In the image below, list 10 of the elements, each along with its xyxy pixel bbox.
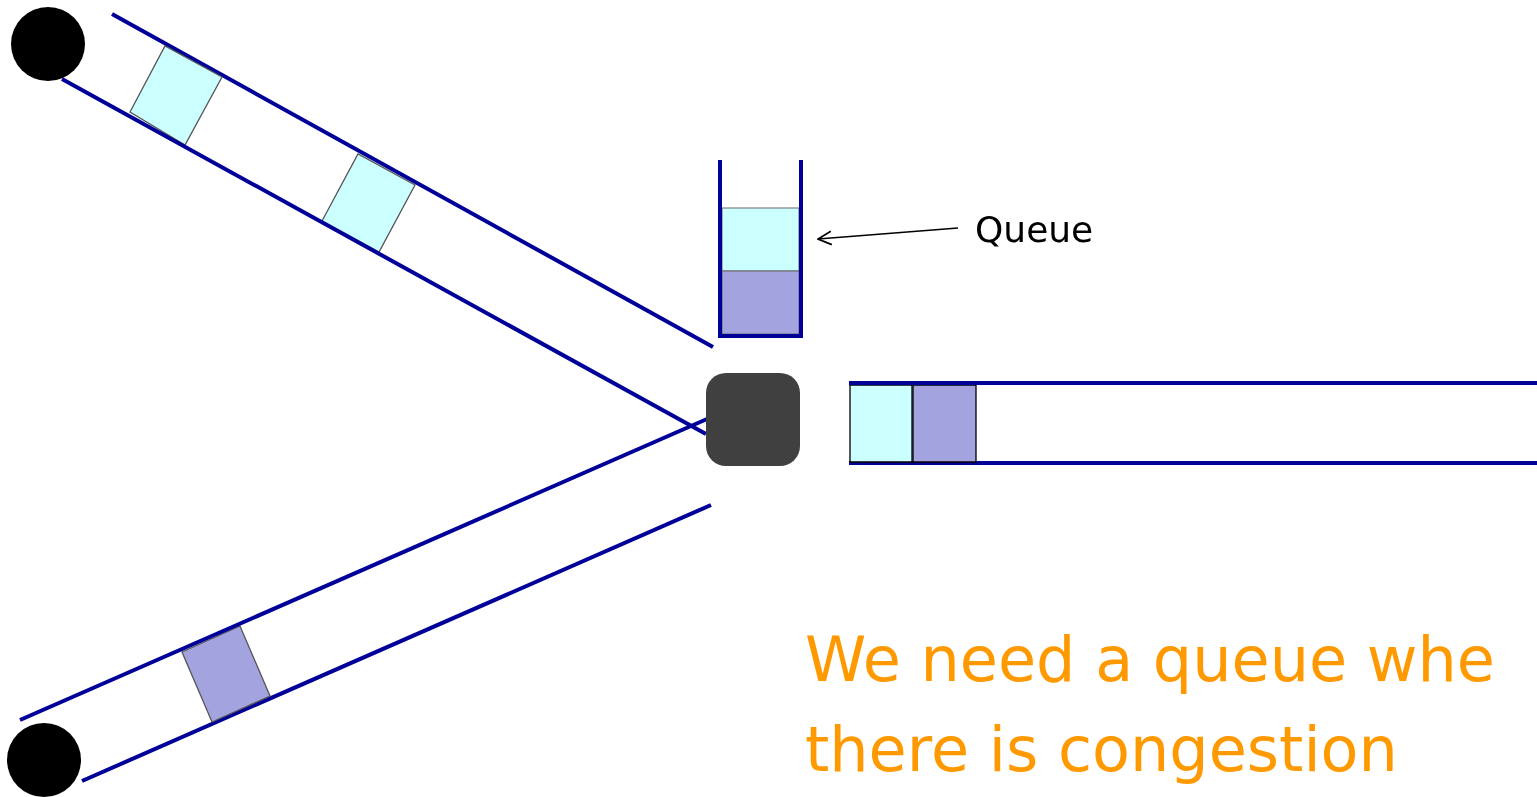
host-circle (7, 723, 81, 797)
link-line (849, 381, 1537, 385)
queue-buffer (718, 160, 803, 338)
link-line (61, 77, 707, 436)
leader-line (817, 227, 959, 246)
host-circle (11, 7, 85, 81)
link-line (19, 417, 708, 722)
queue-label: Queue (975, 209, 1094, 250)
router-box (706, 373, 800, 466)
note-text: We need a queue whe there is congestion (805, 622, 1496, 788)
